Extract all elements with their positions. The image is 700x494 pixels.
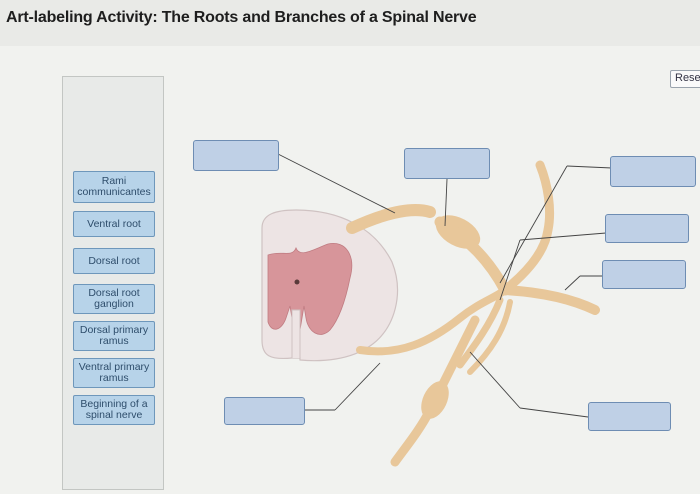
- label-dorsal-root-ganglion[interactable]: Dorsal root ganglion: [73, 284, 155, 314]
- label-bank: Rami communicantes Ventral root Dorsal r…: [62, 76, 164, 490]
- page-title: Art-labeling Activity: The Roots and Bra…: [6, 9, 477, 26]
- drop-target-2[interactable]: [404, 148, 490, 179]
- label-ventral-root[interactable]: Ventral root: [73, 211, 155, 237]
- drop-target-3[interactable]: [610, 156, 696, 187]
- label-dorsal-root[interactable]: Dorsal root: [73, 248, 155, 274]
- drop-target-1[interactable]: [193, 140, 279, 171]
- leader-lines: [277, 153, 613, 418]
- spinal-cord-cross-section: [261, 209, 398, 362]
- label-beginning-of-spinal-nerve[interactable]: Beginning of a spinal nerve: [73, 395, 155, 425]
- reset-button[interactable]: Rese: [670, 70, 700, 88]
- label-ventral-primary-ramus[interactable]: Ventral primary ramus: [73, 358, 155, 388]
- drop-target-5[interactable]: [602, 260, 686, 289]
- spinal-nerve-illustration: [261, 153, 613, 467]
- label-rami-communicantes[interactable]: Rami communicantes: [73, 171, 155, 203]
- drop-target-4[interactable]: [605, 214, 689, 243]
- drop-target-7[interactable]: [588, 402, 671, 431]
- drop-target-6[interactable]: [224, 397, 305, 425]
- label-dorsal-primary-ramus[interactable]: Dorsal primary ramus: [73, 321, 155, 351]
